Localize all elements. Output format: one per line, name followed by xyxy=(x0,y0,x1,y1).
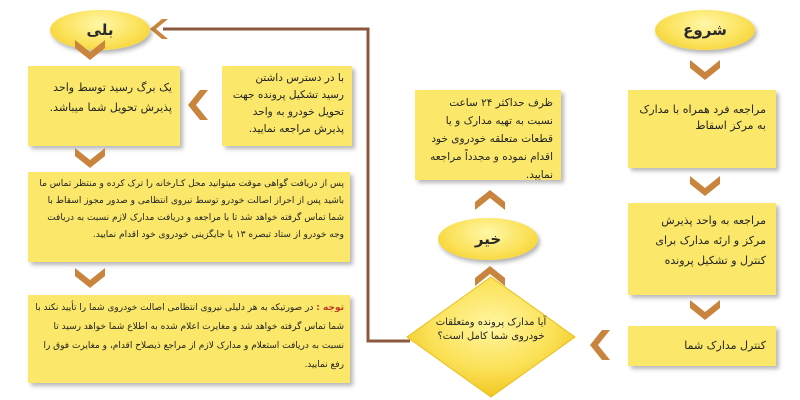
yes-branch-box: با در دسترس داشتن رسید تشکیل پرونده جهت … xyxy=(222,66,352,146)
chevron-down-icon xyxy=(75,268,105,288)
chevron-up-icon xyxy=(475,266,505,286)
step3-text: کنترل مدارک شما xyxy=(684,339,766,352)
after-receipt-box: پس از دریافت گواهی موقت میتوانید محل کـا… xyxy=(28,172,350,262)
step1-text: مراجعه فرد همراه با مدارک به مرکز اسقاط xyxy=(639,103,766,132)
no-oval: خیر xyxy=(438,218,538,260)
start-label: شروع xyxy=(683,21,727,39)
decision-text: آیا مدارک پرونده ومتعلقات خودروی شما کام… xyxy=(435,317,547,342)
chevron-down-icon xyxy=(690,176,720,196)
chevron-down-icon xyxy=(75,40,105,60)
start-oval: شروع xyxy=(655,10,755,50)
chevron-left-icon xyxy=(188,90,208,120)
chevron-left-icon xyxy=(590,330,610,360)
decision-diamond xyxy=(406,276,576,398)
chevron-down-icon xyxy=(690,300,720,320)
no-label: خیر xyxy=(474,230,502,248)
step2-text: مراجعه به واحد پذیرش مرکز و ارئه مدارک ب… xyxy=(655,214,766,267)
no-action-box: ظرف حداکثر ۲۴ ساعت نسبت به تهیه مدارک و … xyxy=(415,90,561,181)
yes-branch-text: با در دسترس داشتن رسید تشکیل پرونده جهت … xyxy=(232,72,344,135)
no-action-text: ظرف حداکثر ۲۴ ساعت نسبت به تهیه مدارک و … xyxy=(430,97,553,181)
step1-box: مراجعه فرد همراه با مدارک به مرکز اسقاط xyxy=(628,90,776,168)
after-receipt-text: پس از دریافت گواهی موقت میتوانید محل کـا… xyxy=(39,179,344,240)
note-label: توجه : xyxy=(316,303,344,313)
note-box: توجه : در صورتیکه به هر دلیلی نیروی انتظ… xyxy=(28,295,350,383)
chevron-down-icon xyxy=(75,148,105,168)
yes-label: بلی xyxy=(86,21,114,39)
step3-box: کنترل مدارک شما xyxy=(628,326,776,366)
chevron-down-icon xyxy=(690,60,720,80)
receipt-text: یک برگ رسید توسط واحد پذیرش تحویل شما می… xyxy=(49,81,172,114)
yes-oval: بلی xyxy=(50,10,150,50)
receipt-box: یک برگ رسید توسط واحد پذیرش تحویل شما می… xyxy=(28,66,180,146)
step2-box: مراجعه به واحد پذیرش مرکز و ارئه مدارک ب… xyxy=(628,203,776,295)
chevron-up-icon xyxy=(475,190,505,210)
note-text: در صورتیکه به هر دلیلی نیروی انتظامی اصا… xyxy=(35,303,344,370)
